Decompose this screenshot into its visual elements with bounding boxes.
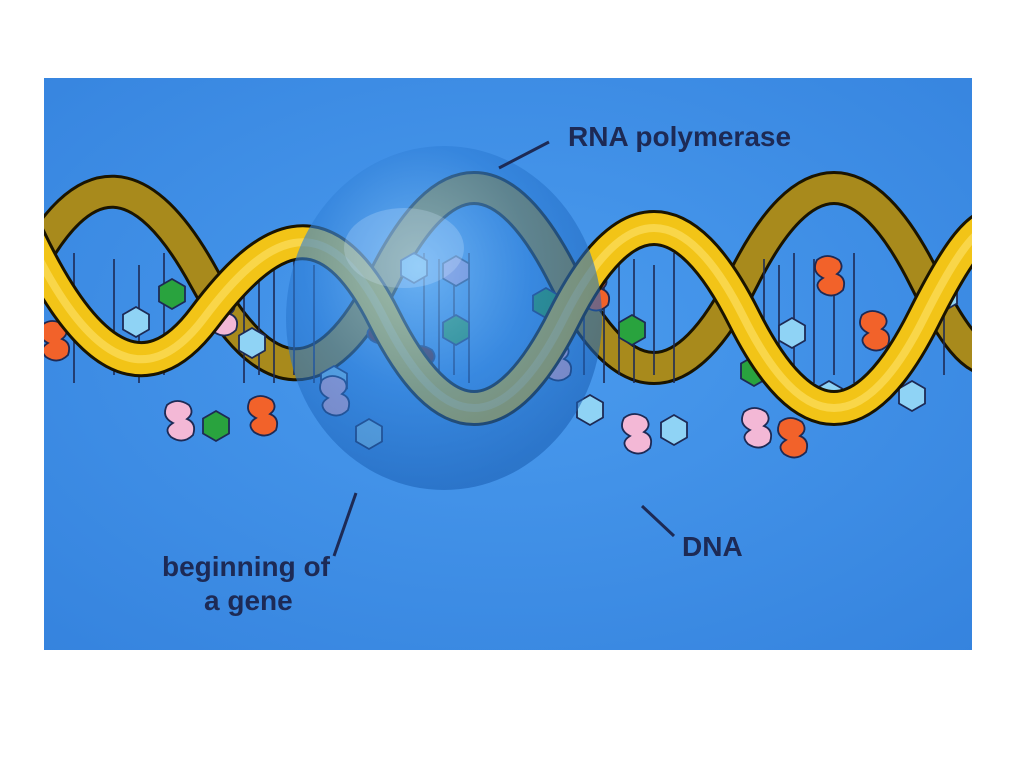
hexagon-base bbox=[618, 313, 646, 347]
hexagon-base bbox=[202, 409, 230, 443]
blob-base bbox=[164, 400, 196, 442]
gene-label-line1: beginning of bbox=[162, 551, 331, 582]
blob-base bbox=[741, 407, 773, 449]
hexagon-base bbox=[238, 326, 266, 360]
rna-polymerase-bubble bbox=[286, 146, 602, 490]
blob-base bbox=[859, 310, 891, 352]
dna-label: DNA bbox=[682, 531, 743, 562]
blob-base bbox=[777, 417, 809, 459]
blob-base bbox=[814, 255, 846, 297]
hexagon-base bbox=[122, 305, 150, 339]
hexagon-base bbox=[158, 277, 186, 311]
blob-base bbox=[247, 395, 279, 437]
blob-base bbox=[621, 413, 653, 455]
leader-lines bbox=[332, 140, 676, 557]
hexagon-base bbox=[660, 413, 688, 447]
rna-polymerase-label: RNA polymerase bbox=[568, 121, 791, 152]
dna-transcription-diagram: RNA polymerase DNA beginning of a gene bbox=[44, 78, 972, 650]
gene-label-line2: a gene bbox=[204, 585, 293, 616]
hexagon-base bbox=[778, 316, 806, 350]
